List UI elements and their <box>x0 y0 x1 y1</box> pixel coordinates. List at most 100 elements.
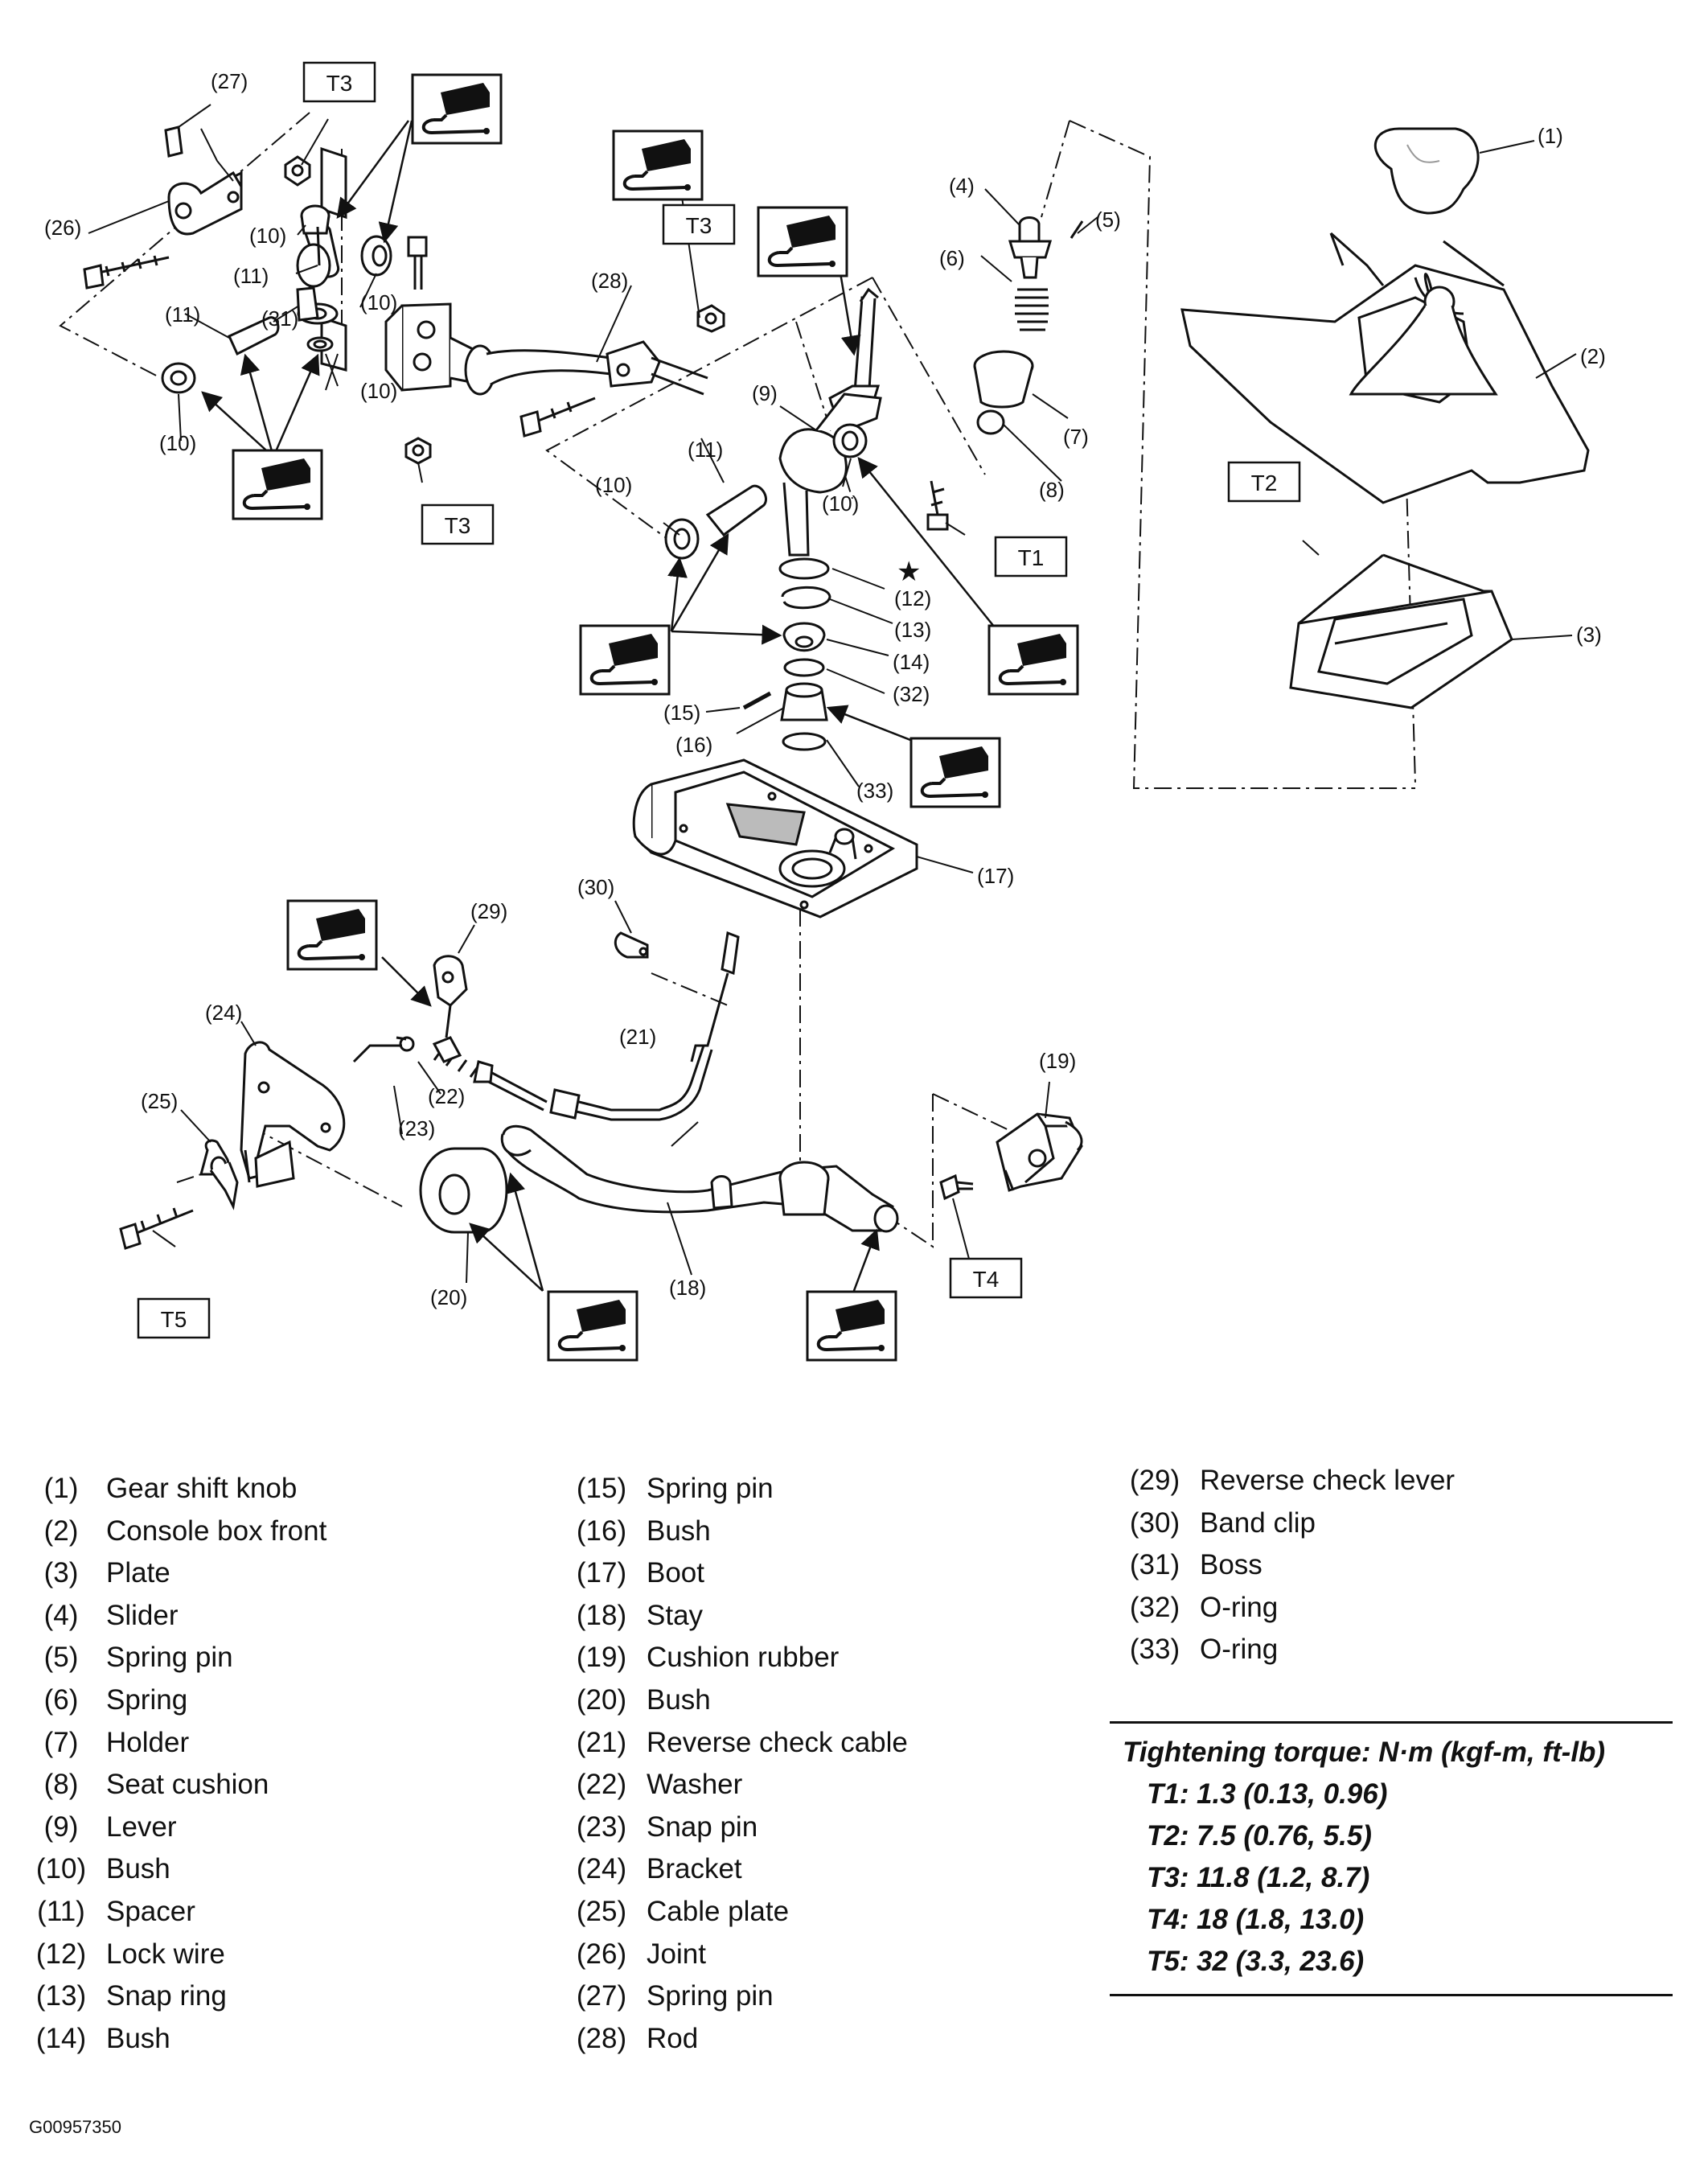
legend-item-number: (10) <box>35 1853 87 1885</box>
legend-item-label: Rod <box>647 2022 699 2054</box>
lever <box>778 287 882 557</box>
legend-item-label: Spring pin <box>106 1642 233 1674</box>
svg-text:T4: T4 <box>973 1267 1000 1292</box>
svg-text:T3: T3 <box>686 213 712 238</box>
torque-key: T2: <box>1147 1820 1189 1852</box>
legend-item-label: Console box front <box>106 1515 327 1547</box>
svg-text:(26): (26) <box>44 216 81 240</box>
legend-item: (11)Spacer <box>23 1891 326 1934</box>
torque-key: T3: <box>1147 1862 1189 1893</box>
lock-wire-snap-ring-bush-orings <box>742 557 831 751</box>
bush-10-center <box>664 518 700 560</box>
svg-text:(22): (22) <box>428 1084 465 1108</box>
torque-value: 11.8 (1.2, 8.7) <box>1197 1862 1370 1893</box>
joint-26 <box>167 171 243 236</box>
legend-item-number: (32) <box>1129 1591 1180 1623</box>
svg-text:(10): (10) <box>159 431 196 455</box>
parts-legend-column-3: (29)Reverse check lever(30)Band clip(31)… <box>1116 1460 1455 1671</box>
legend-item-number: (19) <box>576 1642 627 1674</box>
legend-item-number: (13) <box>35 1980 87 2012</box>
bush-10-upper <box>360 235 392 277</box>
legend-item: (4)Slider <box>23 1595 326 1638</box>
svg-text:(10): (10) <box>595 473 632 497</box>
lube-arrows <box>201 120 1002 1296</box>
svg-text:T3: T3 <box>445 513 471 538</box>
legend-item-number: (14) <box>35 2022 87 2054</box>
legend-item: (15)Spring pin <box>563 1468 908 1510</box>
legend-item-number: (24) <box>576 1853 627 1885</box>
gear-shift-knob <box>1373 127 1480 215</box>
svg-text:(9): (9) <box>752 381 778 405</box>
svg-text:(11): (11) <box>165 302 200 327</box>
bracket-24 <box>240 1041 346 1188</box>
parts-legend-column-1: (1)Gear shift knob (2) Console box front (3… <box>23 1468 326 2060</box>
legend-item: (24)Bracket <box>563 1848 908 1891</box>
cable-plate-25 <box>199 1139 239 1210</box>
legend-item-number: (2) <box>43 1515 79 1547</box>
bolt-t1 <box>926 480 949 531</box>
legend-item: (1)Gear shift knob <box>23 1468 326 1510</box>
legend-item-number: (3) <box>43 1557 79 1589</box>
svg-text:(28): (28) <box>591 269 628 293</box>
svg-text:T3: T3 <box>326 71 353 96</box>
svg-text:(30): (30) <box>577 875 614 899</box>
legend-item: (33)O-ring <box>1116 1629 1455 1671</box>
svg-text:(2): (2) <box>1580 344 1606 368</box>
svg-text:(15): (15) <box>663 701 700 725</box>
torque-value: 18 (1.8, 13.0) <box>1197 1904 1365 1935</box>
rod-28 <box>384 302 708 396</box>
legend-item: (28)Rod <box>563 2018 908 2061</box>
spring-pin-27 <box>164 125 183 158</box>
legend-item-label: Bush <box>647 1515 711 1547</box>
bolt-center-rod <box>519 397 596 438</box>
legend-item: (18)Stay <box>563 1595 908 1638</box>
legend-item-label: Cable plate <box>647 1895 790 1927</box>
svg-text:(10): (10) <box>360 290 397 314</box>
torque-row: T3: 11.8 (1.2, 8.7) <box>1110 1857 1673 1899</box>
legend-item-label: Washer <box>647 1769 743 1801</box>
reverse-check-lever <box>433 955 468 1038</box>
spacer-11-center <box>705 484 767 537</box>
svg-text:(18): (18) <box>669 1276 706 1300</box>
legend-item-number: (22) <box>576 1769 627 1801</box>
svg-text:T1: T1 <box>1018 545 1045 570</box>
svg-text:(25): (25) <box>141 1089 178 1113</box>
legend-item-label: Reverse check cable <box>647 1726 908 1758</box>
nut-t3-right <box>696 304 725 333</box>
svg-text:(31): (31) <box>261 306 298 331</box>
legend-item-label: Cushion rubber <box>647 1642 840 1674</box>
legend-item-label: Holder <box>106 1726 190 1758</box>
legend-item-label: Spacer <box>106 1895 195 1927</box>
svg-text:(17): (17) <box>977 864 1014 888</box>
legend-item: (22) Washer <box>563 1764 908 1806</box>
legend-item-label: Reverse check lever <box>1200 1465 1455 1496</box>
legend-item: (16)Bush <box>563 1510 908 1553</box>
legend-item: (19) Cushion rubber <box>563 1637 908 1679</box>
legend-item: (12)Lock wire <box>23 1934 326 1976</box>
legend-item-number: (20) <box>576 1683 627 1716</box>
legend-item: (23)Snap pin <box>563 1806 908 1849</box>
cushion-rubber-19 <box>996 1112 1083 1192</box>
legend-item-number: (31) <box>1129 1549 1180 1581</box>
legend-item-number: (21) <box>576 1726 627 1758</box>
svg-text:(5): (5) <box>1095 208 1121 232</box>
legend-item: (29)Reverse check lever <box>1116 1460 1455 1502</box>
legend-item: (26)Joint <box>563 1934 908 1976</box>
legend-item-number: (33) <box>1129 1634 1180 1666</box>
legend-item-number: (7) <box>43 1726 79 1758</box>
svg-text:(19): (19) <box>1039 1049 1076 1073</box>
leader-lines <box>88 104 1577 1284</box>
bolt-vertical <box>407 236 428 290</box>
legend-item-label: Bush <box>647 1683 711 1716</box>
svg-text:(20): (20) <box>430 1285 467 1309</box>
legend-item-label: Snap pin <box>647 1810 758 1843</box>
spacer-11-left <box>228 316 280 356</box>
svg-text:(3): (3) <box>1576 623 1602 647</box>
legend-item: (3)Plate <box>23 1552 326 1595</box>
legend-item-number: (26) <box>576 1938 627 1970</box>
torque-row: T4:18 (1.8, 13.0) <box>1110 1899 1673 1941</box>
legend-item: (20) Bush <box>563 1679 908 1722</box>
bush-10-right <box>832 423 868 458</box>
bush-20 <box>419 1147 508 1234</box>
collar-10-top <box>300 204 331 266</box>
